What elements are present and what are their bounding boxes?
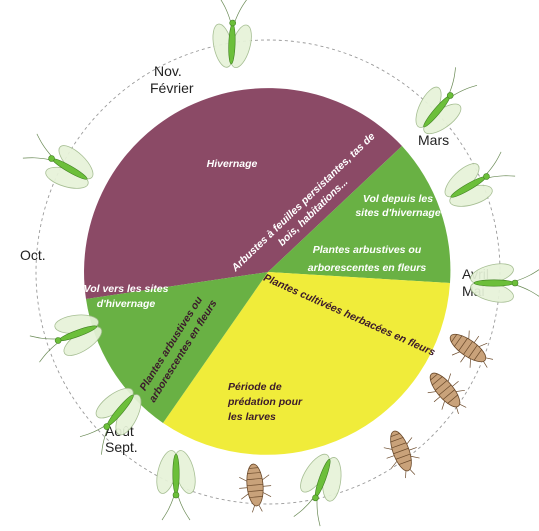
lacewing-adult-icon <box>153 448 199 520</box>
lacewing-adult-icon <box>285 446 353 529</box>
lacewing-adult-icon <box>208 0 257 70</box>
lacewing-adult-icon <box>18 126 103 202</box>
label-periode-line1: Période de <box>228 381 282 393</box>
month-sept: Sept. <box>105 439 138 455</box>
label-vol-vers-line1: Vol vers les sites <box>84 283 169 295</box>
label-periode-line3: les larves <box>228 411 276 423</box>
month-oct: Oct. <box>20 247 46 263</box>
lacewing-larva-icon <box>379 426 425 482</box>
month-fevrier: Février <box>150 80 194 96</box>
lacewing-larva-icon <box>237 463 273 514</box>
label-vol-depuis-line1: Vol depuis les <box>363 193 433 205</box>
label-hivernage: Hivernage <box>207 158 258 170</box>
label-vol-depuis-line2: sites d'hivernage <box>355 207 441 219</box>
label-periode-line2: prédation pour <box>227 396 303 408</box>
label-vol-vers-line2: d'hivernage <box>97 298 156 310</box>
month-nov: Nov. <box>154 63 182 79</box>
label-plantes-arbo-right-line2: arborescentes en fleurs <box>308 262 427 274</box>
lacewing-larva-icon <box>442 323 500 377</box>
label-plantes-arbo-right-line1: Plantes arbustives ou <box>313 244 422 256</box>
lacewing-adult-icon <box>435 144 520 220</box>
month-mars: Mars <box>418 132 449 148</box>
